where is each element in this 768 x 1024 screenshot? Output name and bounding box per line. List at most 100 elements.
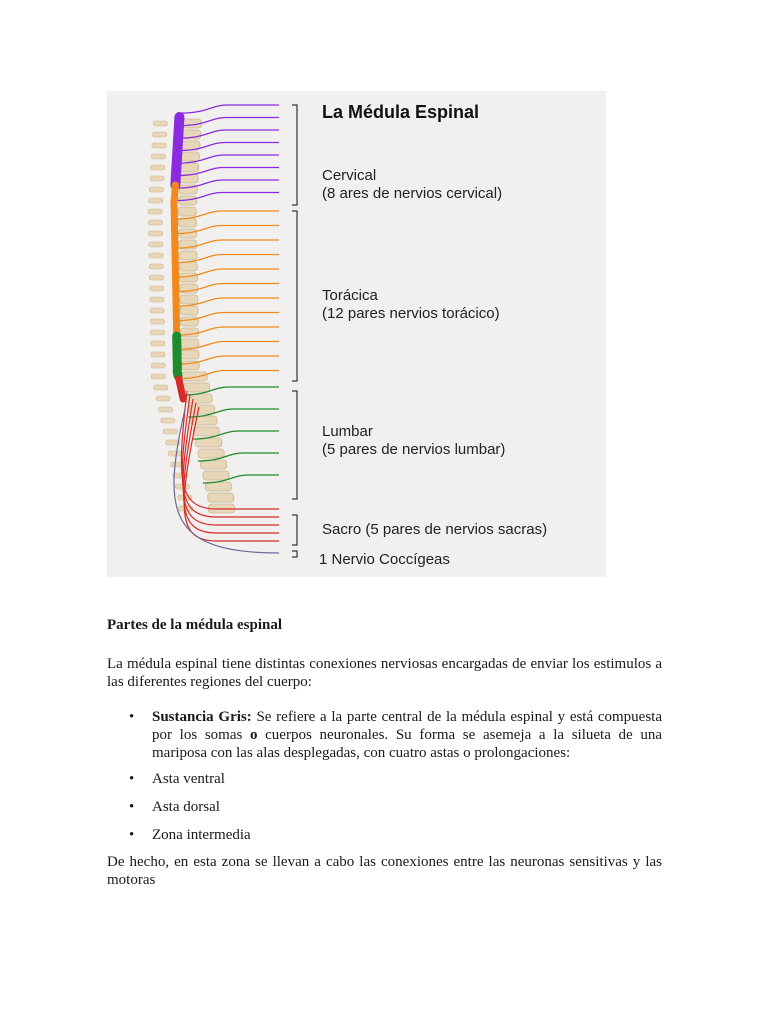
spinous-process <box>158 406 173 413</box>
cervical-nerve <box>181 116 279 127</box>
thoracic-nerve <box>177 268 279 278</box>
thoracic-nerve <box>179 369 279 380</box>
lumbar-bracket <box>292 390 298 500</box>
cervical-nerve <box>178 166 279 177</box>
item-bold-word: o <box>249 727 258 743</box>
vertebra <box>207 492 235 503</box>
spinous-process <box>165 439 181 446</box>
spinous-process <box>150 351 166 358</box>
thoracic-nerve <box>176 239 279 249</box>
cervical-nerve <box>180 129 279 139</box>
cervical-bracket <box>292 104 298 206</box>
thoracic-bracket <box>292 210 298 382</box>
cervical-nerve <box>179 141 279 152</box>
thoracic-nerve <box>178 326 279 336</box>
vertebra <box>180 327 199 338</box>
spinous-process <box>151 153 166 160</box>
sacral-bracket <box>292 514 298 546</box>
spinous-process <box>149 186 164 193</box>
vertebra <box>180 162 200 173</box>
intro-paragraph: La médula espinal tiene distintas conexi… <box>107 656 662 690</box>
vertebra <box>178 250 198 261</box>
list-item: • Zona intermedia <box>107 826 662 844</box>
sacral-nerve <box>183 406 279 542</box>
thoracic-nerve <box>178 297 279 307</box>
cervical-nerve <box>178 154 279 164</box>
cervical-segment <box>170 112 185 190</box>
spinous-process <box>148 219 163 226</box>
list-item: • Asta dorsal <box>107 798 662 816</box>
spinous-process <box>163 428 178 435</box>
spinous-process <box>153 384 168 391</box>
vertebra <box>180 151 200 162</box>
item-text: Asta dorsal <box>152 799 220 815</box>
vertebra <box>197 448 225 459</box>
thoracic-nerve <box>178 311 279 322</box>
spinous-process <box>167 450 183 457</box>
thoracic-desc: (12 pares nervios torácico) <box>322 305 500 322</box>
bullet-icon: • <box>129 709 135 725</box>
spinous-process <box>149 274 164 281</box>
coccygeal-bracket <box>292 550 298 558</box>
spinous-process <box>150 340 166 347</box>
lumbar-nerve <box>197 452 279 462</box>
bullet-icon: • <box>129 771 135 787</box>
thoracic-nerve <box>179 355 279 365</box>
vertebra <box>202 470 230 481</box>
spinous-process <box>151 142 167 149</box>
spinous-process <box>160 417 176 424</box>
thoracic-nerve <box>176 210 279 220</box>
lumbar-desc: (5 pares de nervios lumbar) <box>322 441 506 458</box>
spinous-process <box>148 230 163 237</box>
figure-title: La Médula Espinal <box>322 102 480 122</box>
spinous-process <box>150 362 166 369</box>
spinous-process <box>153 120 168 127</box>
gray-matter-list: • Sustancia Gris: Se refiere a la parte … <box>107 708 662 844</box>
bullet-icon: • <box>129 827 135 843</box>
spinous-process <box>148 241 164 248</box>
coccygeal-label: 1 Nervio Coccígeas <box>319 551 450 568</box>
list-item: • Sustancia Gris: Se refiere a la parte … <box>107 708 662 762</box>
vertebra <box>183 382 211 393</box>
spinous-process <box>148 197 164 204</box>
spinous-process <box>149 307 165 314</box>
lumbar-nerve <box>202 474 279 484</box>
spinous-process <box>150 318 165 325</box>
cervical-nerve <box>176 191 279 202</box>
spinous-process <box>149 175 165 182</box>
thoracic-nerve <box>176 224 279 235</box>
lumbar-label: Lumbar <box>322 423 373 440</box>
spinous-process <box>149 285 164 292</box>
thoracic-nerve <box>177 282 279 293</box>
vertebra <box>179 294 199 305</box>
lumbar-nerve <box>188 408 279 418</box>
item-text: Asta ventral <box>152 771 225 787</box>
thoracic-label: Torácica <box>322 287 378 304</box>
spinous-process <box>150 329 165 336</box>
thoracic-nerve <box>177 253 279 264</box>
sacral-segment <box>175 375 187 403</box>
item-text-continued: cuerpos neuronales. Su forma se asemeja … <box>152 727 663 761</box>
spinous-process <box>150 164 165 171</box>
spinous-process <box>148 252 164 259</box>
cervical-nerve <box>181 104 279 114</box>
list-item: • Asta ventral <box>107 770 662 788</box>
item-title: Sustancia Gris: <box>152 709 252 725</box>
spinous-process <box>148 263 164 270</box>
spinous-process <box>155 395 171 402</box>
vertebra <box>180 338 200 349</box>
spinous-process <box>150 373 166 380</box>
spinous-process <box>147 208 163 215</box>
cervical-label: Cervical <box>322 167 377 184</box>
vertebra <box>180 371 208 382</box>
lumbar-nerve <box>183 386 279 396</box>
thoracic-nerve <box>178 340 279 351</box>
thoracic-segment <box>170 181 181 337</box>
vertebra <box>192 426 220 437</box>
spinal-cord-illustration <box>147 104 298 558</box>
lumbar-segment <box>172 331 183 381</box>
vertebra <box>179 305 199 316</box>
closing-paragraph: De hecho, en esta zona se llevan a cabo … <box>107 854 662 888</box>
spinous-process <box>152 131 167 138</box>
lumbar-nerve <box>193 430 279 440</box>
